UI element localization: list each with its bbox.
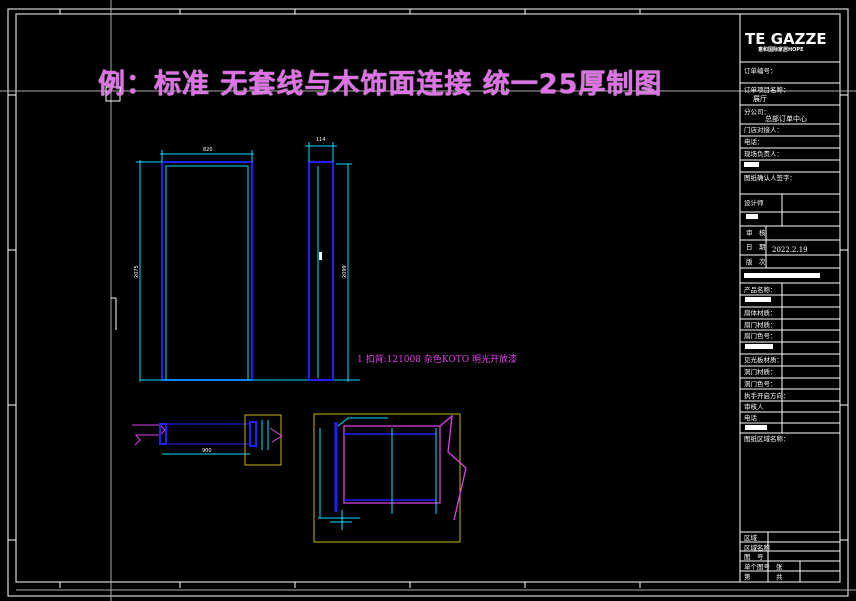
tb-branch: 展厅 [753,95,767,103]
tb-review: 审 核 [746,229,766,237]
tb-confirm-sign: 图纸确认人签字： [744,174,796,182]
door-elevation [136,150,360,382]
dim-door-height: 2075 [134,265,140,278]
tb-date-label: 日 期 [746,243,766,251]
tb-company: 分公司： [744,108,770,116]
tb-product-name: 产品名称： [744,286,777,294]
tb-order-no: 订单编号： [744,67,777,75]
tb-area-name: 图纸区域名称： [744,435,790,443]
tb-sheet: 第 [744,573,751,581]
redacted-box [745,297,771,302]
brand-logo: TE GAZZE [745,30,827,48]
tb-designer: 设计师 [744,199,764,207]
tb-version: 版 次 [746,258,766,266]
tb-door-material: 扇门材质： [744,321,777,329]
dim-door-width: 820 [203,147,213,153]
tb-recipient: 审核人 [744,403,764,411]
title-block-lines [739,14,840,582]
door-plan-view [132,414,283,466]
tb-drawing-no: 图 号 [744,553,764,561]
tb-center: 总部订单中心 [765,115,807,123]
redacted-box [744,162,759,167]
redacted-box [746,214,758,219]
tb-sheet-total: 共 [776,573,783,581]
brand-logo-subtitle: 意和国际家居HOPE [758,47,804,53]
drawing-title: 例：标准 无套线与木饰面连接 统一25厚制图 [98,69,663,100]
detail-zoom [313,413,467,543]
tb-open-dir: 执手开启方向： [744,392,790,400]
material-note: 1 扣背:121008 杂色KOTO 明光开放漆 [357,355,517,365]
tb-dept: 区域 [744,534,757,542]
dim-plan-width: 900 [202,448,212,454]
tb-frame-color: 洞门色号： [744,380,777,388]
inner-frame [15,13,841,583]
outer-frame [7,8,849,597]
tb-store-contact: 门店对接人： [744,126,783,134]
dim-side-height: 2099 [342,265,348,278]
tb-line-material: 见光板材质： [744,356,783,364]
frame-ticks [8,9,848,588]
tb-phone2: 电话 [744,414,757,422]
tb-total-label: 张 [776,563,783,571]
tb-dept-name: 区域名称 [744,544,770,552]
tb-site-contact: 现场负责人： [744,150,783,158]
tb-date-value: 2022.2.19 [772,246,808,254]
tb-phone1: 电话： [744,138,764,146]
redacted-box [745,425,767,430]
tb-door-color: 扇门色号： [744,332,777,340]
tb-frame-material: 洞门材质： [744,368,777,376]
tb-order-project: 订单项目名称： [744,86,790,94]
tb-unit: 单个图号 [744,563,770,571]
dim-side-width: 114 [316,137,326,143]
redacted-box [744,273,820,278]
tb-leaf-material: 扇体材质： [744,309,777,317]
door-side-section [305,142,352,382]
redacted-box [745,344,773,349]
